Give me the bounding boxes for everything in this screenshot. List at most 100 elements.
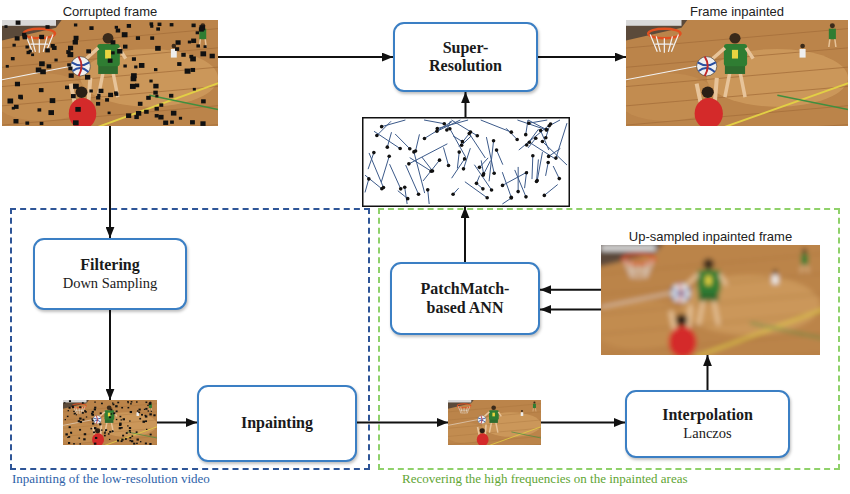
- illustration-part: [501, 184, 505, 188]
- flow-arrow: [357, 422, 448, 424]
- illustration-part: [481, 160, 483, 173]
- image-panel: [63, 400, 157, 445]
- flow-arrow: [465, 92, 467, 117]
- illustration-part: [528, 120, 547, 130]
- image-caption: Up-sampled inpainted frame: [571, 229, 850, 244]
- illustration-part: [110, 57, 708, 423]
- box-subtitle: Lanczos: [683, 425, 731, 442]
- illustration-part: [465, 182, 487, 198]
- process-box: PatchMatch-based ANN: [390, 262, 540, 335]
- illustration-part: [531, 156, 533, 179]
- illustration-part: [545, 128, 549, 132]
- illustration-part: [524, 133, 528, 137]
- flow-arrow: [540, 289, 601, 291]
- process-box: Inpainting: [197, 385, 357, 462]
- illustration-part: [464, 148, 471, 169]
- process-box: Super-Resolution: [393, 22, 538, 92]
- illustration-part: [463, 157, 467, 161]
- illustration-part: [531, 154, 535, 158]
- group-region: Inpainting of the low-resolution videoFi…: [10, 208, 370, 470]
- illustration-part: [363, 118, 570, 207]
- illustration-part: [497, 150, 503, 165]
- illustration-part: [542, 142, 567, 166]
- illustration-part: [447, 164, 451, 168]
- illustration-part: [443, 147, 448, 165]
- illustration-part: [406, 165, 419, 194]
- flow-arrow: [707, 355, 709, 390]
- illustration-part: [503, 172, 528, 186]
- illustration-part: [545, 128, 549, 132]
- illustration-part: [375, 134, 379, 138]
- flow-arrow: [464, 207, 466, 262]
- corrupted-frame-image: [0, 1, 238, 146]
- illustration-part: [387, 132, 391, 147]
- illustration-part: [481, 187, 485, 191]
- illustration-part: [368, 153, 374, 170]
- illustration-part: [423, 160, 439, 181]
- flow-arrow: [538, 56, 626, 58]
- illustration-part: [426, 188, 430, 192]
- low-res-corrupted-image: [54, 392, 165, 453]
- illustration-part: [4, 21, 214, 126]
- box-heading: Inpainting: [241, 414, 313, 432]
- box-heading: Super-Resolution: [414, 39, 518, 76]
- illustration-part: [479, 158, 488, 168]
- illustration-part: [416, 134, 420, 151]
- flow-arrow: [218, 56, 393, 58]
- illustration-part: [490, 188, 494, 192]
- image-panel: [448, 400, 541, 445]
- illustration-part: [367, 177, 371, 181]
- illustration-part: [428, 190, 429, 204]
- inpainted-frame-image: [606, 1, 850, 146]
- flow-arrow: [541, 422, 625, 424]
- image-panel: Frame inpainted: [626, 20, 848, 126]
- illustration-part: [547, 155, 551, 159]
- illustration-part: [525, 173, 527, 188]
- illustration-part: [424, 122, 452, 139]
- illustration-part: [515, 170, 526, 197]
- illustration-part: [553, 166, 559, 179]
- box-heading: Filtering: [80, 256, 140, 274]
- region-label: Inpainting of the low-resolution video: [12, 471, 210, 487]
- illustration-part: [554, 156, 558, 160]
- illustration-part: [64, 400, 156, 445]
- illustration-part: [386, 145, 390, 149]
- illustration-part: [424, 120, 444, 124]
- illustration-part: [535, 179, 539, 183]
- illustration-part: [438, 158, 442, 162]
- process-box: FilteringDown Sampling: [33, 238, 187, 310]
- illustration-part: [544, 136, 548, 140]
- illustration-part: [431, 169, 435, 173]
- illustration-part: [403, 185, 407, 189]
- illustration-part: [437, 120, 468, 129]
- illustration-part: [365, 179, 369, 193]
- illustration-part: [382, 186, 386, 190]
- illustration-part: [535, 180, 539, 184]
- illustration-part: [509, 195, 513, 199]
- flow-arrow: [109, 310, 111, 400]
- illustration-part: [451, 192, 455, 196]
- illustration-part: [369, 153, 383, 188]
- flow-arrow: [109, 126, 111, 238]
- illustration-part: [541, 140, 545, 144]
- illustration-part: [516, 190, 520, 194]
- illustration-part: [462, 167, 466, 171]
- illustration-part: [517, 120, 546, 130]
- illustration-part: [399, 187, 403, 191]
- illustration-part: [459, 132, 471, 147]
- illustration-part: [406, 197, 410, 201]
- illustration-part: [475, 134, 479, 138]
- illustration-part: [380, 125, 384, 129]
- illustration-part: [448, 127, 452, 131]
- illustration-part: [541, 130, 549, 150]
- flow-arrow: [540, 308, 601, 310]
- image-panel: Corrupted frame: [2, 20, 218, 126]
- illustration-part: [525, 171, 529, 175]
- illustration-part: [390, 164, 401, 189]
- illustration-part: [581, 225, 840, 375]
- box-subtitle: Down Sampling: [63, 275, 158, 292]
- illustration-part: [556, 123, 567, 158]
- illustration-part: [506, 128, 517, 139]
- illustration-part: [365, 120, 567, 204]
